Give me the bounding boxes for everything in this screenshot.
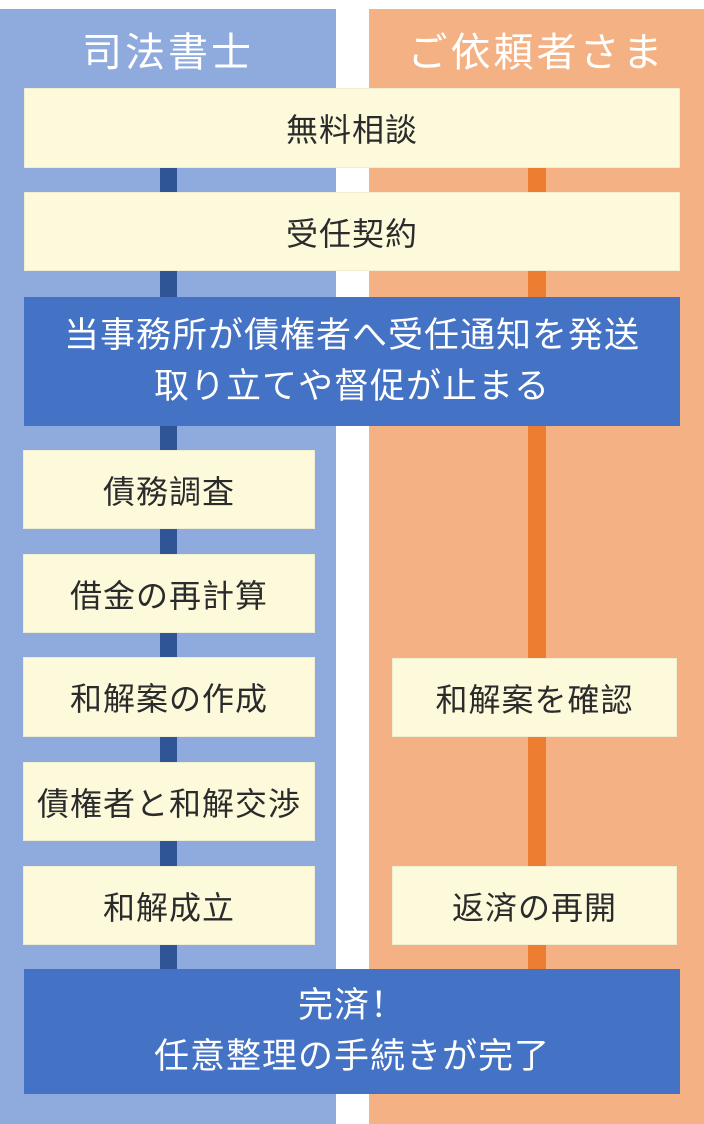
step-box-negotiation-with-creditors: 債権者と和解交渉 [23, 762, 315, 841]
completion-line-2: 任意整理の手続きが完了 [153, 1036, 550, 1076]
left-column-header: 司法書士 [82, 30, 254, 75]
step-box-confirm-settlement-proposal: 和解案を確認 [392, 658, 677, 737]
completion-line-1: 完済！ [297, 985, 406, 1025]
step-box-debt-research: 債務調査 [23, 450, 315, 529]
step-box-draft-settlement-proposal: 和解案の作成 [23, 657, 315, 737]
right-column-header: ご依頼者さま [407, 30, 666, 75]
step-box-debt-recalculation: 借金の再計算 [23, 554, 315, 633]
step-box-notice-to-creditors: 当事務所が債権者へ受任通知を発送 取り立てや督促が止まる [24, 297, 680, 426]
notice-line-1: 当事務所が債権者へ受任通知を発送 [63, 315, 640, 355]
step-box-completion: 完済！ 任意整理の手続きが完了 [24, 969, 680, 1094]
step-box-free-consultation: 無料相談 [24, 88, 680, 168]
step-box-settlement-reached: 和解成立 [23, 866, 315, 945]
right-connector-line [528, 166, 546, 969]
step-box-engagement-contract: 受任契約 [24, 192, 680, 271]
notice-line-2: 取り立てや督促が止まる [153, 366, 550, 406]
step-box-resume-repayment: 返済の再開 [392, 866, 677, 945]
